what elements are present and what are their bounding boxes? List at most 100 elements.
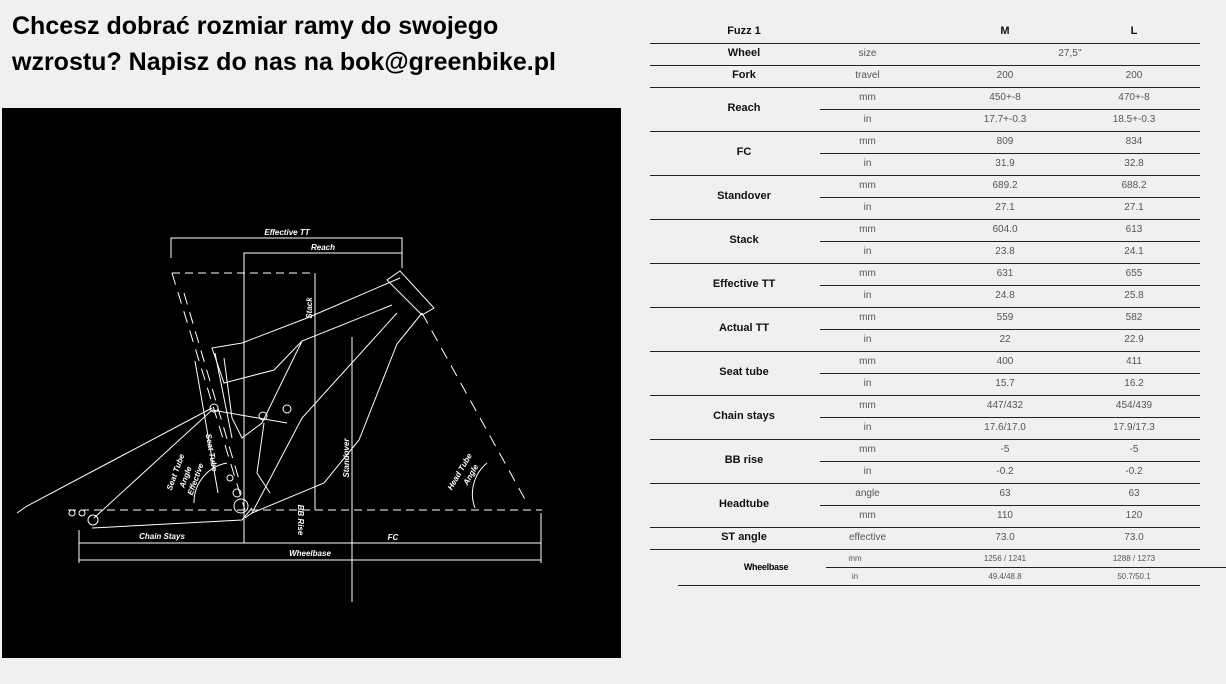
spec-value-m: -0.2 <box>996 466 1014 477</box>
geometry-drawing: Effective TT Reach Stack Seat Tube Seat … <box>16 228 542 602</box>
sub-row-divider <box>820 461 1200 462</box>
spec-unit: mm <box>859 92 876 103</box>
row-divider <box>650 65 1200 66</box>
spec-value-m: 63 <box>999 488 1011 499</box>
spec-value-l: 120 <box>1125 510 1143 521</box>
spec-value-l: 834 <box>1125 136 1143 147</box>
spec-unit: in <box>863 422 872 433</box>
spec-value-l: 582 <box>1125 312 1143 323</box>
spec-value-m: 27.1 <box>995 202 1015 213</box>
spec-unit: effective <box>848 532 887 543</box>
spec-unit: in <box>863 290 872 301</box>
spec-unit: in <box>863 466 872 477</box>
spec-value-m: 73.0 <box>995 532 1015 543</box>
spec-value-l: 613 <box>1125 224 1143 235</box>
sub-row-divider <box>820 153 1200 154</box>
spec-unit: in <box>863 334 872 345</box>
spec-unit: mm <box>859 444 876 455</box>
spec-value-l: 200 <box>1125 70 1143 81</box>
seat-tube-dashed <box>171 272 246 511</box>
row-divider <box>650 351 1200 352</box>
row-divider <box>650 527 1200 528</box>
headline-line-2: wzrostu? Napisz do nas na bok@greenbike.… <box>12 48 556 76</box>
spec-value-l: -0.2 <box>1125 466 1143 477</box>
spec-value-m: 22 <box>999 334 1011 345</box>
dimension-lines <box>68 237 542 602</box>
sub-row-divider <box>820 373 1200 374</box>
label-chain-stays: Chain Stays <box>139 532 185 541</box>
spec-value-m: 24.8 <box>995 290 1015 301</box>
spec-value-l: 73.0 <box>1124 532 1144 543</box>
row-divider <box>650 549 1200 550</box>
row-divider <box>650 263 1200 264</box>
reach-bracket <box>243 252 403 543</box>
sub-row-divider <box>820 109 1200 110</box>
spec-label: Actual TT <box>718 322 770 334</box>
row-divider <box>650 219 1200 220</box>
spec-label: Effective TT <box>712 278 776 290</box>
model-name: Fuzz 1 <box>727 25 761 37</box>
bike-geometry-diagram: Effective TT Reach Stack Seat Tube Seat … <box>2 108 621 658</box>
seat-tube-line <box>194 360 219 494</box>
spec-unit: mm <box>859 312 876 323</box>
spec-label: BB rise <box>724 454 764 466</box>
row-divider <box>650 439 1200 440</box>
spec-label: FC <box>736 146 752 158</box>
sub-row-divider <box>826 567 1226 568</box>
spec-value-l: 1288 / 1273 <box>1112 554 1156 563</box>
spec-value-all-sizes: 27,5'' <box>1058 48 1082 59</box>
spec-unit: mm <box>859 180 876 191</box>
spec-value-l: 32.8 <box>1124 158 1144 169</box>
spec-unit: mm <box>859 356 876 367</box>
table-header-row: Fuzz 1 M L <box>650 20 1200 43</box>
spec-unit: mm <box>859 224 876 235</box>
label-wheelbase: Wheelbase <box>289 549 331 558</box>
row-divider <box>650 43 1200 44</box>
spec-unit: in <box>863 378 872 389</box>
spec-value-l: 18.5+-0.3 <box>1112 114 1156 125</box>
sub-row-divider <box>820 505 1200 506</box>
sub-row-divider <box>820 285 1200 286</box>
spec-unit: travel <box>855 70 880 81</box>
spec-value-l: 454/439 <box>1115 400 1153 411</box>
spec-value-l: 17.9/17.3 <box>1113 422 1155 433</box>
spec-unit: mm <box>859 400 876 411</box>
spec-value-l: 688.2 <box>1121 180 1147 191</box>
label-stack: Stack <box>305 297 314 319</box>
spec-label: Chain stays <box>713 410 775 422</box>
spec-value-m: 450+-8 <box>989 92 1021 103</box>
spec-label: Reach <box>727 102 761 114</box>
spec-unit: in <box>863 202 872 213</box>
sub-row-divider <box>820 329 1200 330</box>
row-divider <box>678 585 1200 586</box>
sub-row-divider <box>820 241 1200 242</box>
row-divider <box>650 307 1200 308</box>
spec-value-m: 15.7 <box>995 378 1015 389</box>
spec-value-m: 31.9 <box>995 158 1015 169</box>
spec-value-m: 631 <box>996 268 1014 279</box>
spec-value-m: 809 <box>996 136 1014 147</box>
spec-value-m: 689.2 <box>992 180 1018 191</box>
sub-row-divider <box>820 197 1200 198</box>
spec-value-l: 25.8 <box>1124 290 1144 301</box>
row-divider <box>650 87 1200 88</box>
spec-value-m: 49.4/48.8 <box>988 572 1022 581</box>
spec-value-l: 16.2 <box>1124 378 1144 389</box>
spec-unit: in <box>851 572 859 581</box>
frame <box>16 270 435 529</box>
spec-unit: angle <box>855 488 880 499</box>
sub-row-divider <box>820 417 1200 418</box>
spec-value-m: 447/432 <box>986 400 1024 411</box>
spec-label: ST angle <box>721 531 767 543</box>
headline-line-1: Chcesz dobrać rozmiar ramy do swojego <box>12 12 499 40</box>
size-l-header: L <box>1130 25 1138 37</box>
label-fc: FC <box>388 533 399 542</box>
spec-unit: mm <box>848 554 862 563</box>
spec-value-m: 200 <box>996 70 1014 81</box>
spec-value-m: 17.7+-0.3 <box>983 114 1027 125</box>
label-effective-tt: Effective TT <box>264 228 310 237</box>
row-divider <box>650 483 1200 484</box>
row-divider <box>650 395 1200 396</box>
spec-value-l: 470+-8 <box>1118 92 1150 103</box>
spec-unit: mm <box>859 268 876 279</box>
